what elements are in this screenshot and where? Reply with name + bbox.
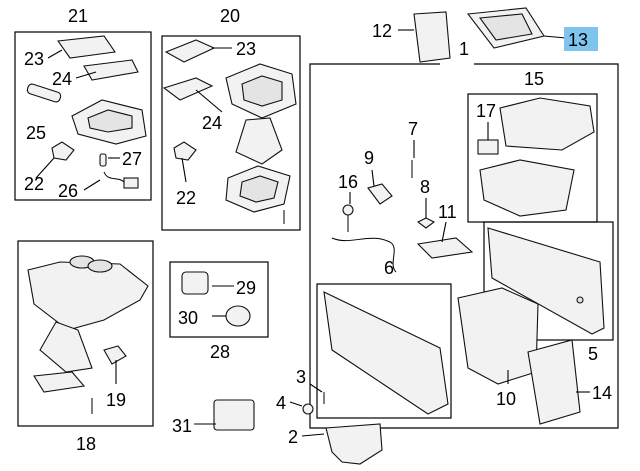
part-16-head [342,204,354,216]
callout-17: 17 [476,101,496,121]
part-24-panel [83,59,139,81]
part-18-upper-trim [27,261,149,331]
callout-12: 12 [372,21,392,41]
leader-13 [543,35,567,39]
callout-15: 15 [524,69,544,89]
leader-4 [289,401,303,407]
part-6-side-panel [323,291,449,415]
callout-7: 7 [408,119,418,139]
part-23-lid-b [164,39,216,63]
part-22-clip-a [51,141,75,161]
group-box-5 [483,221,614,341]
callout-23-b: 23 [236,39,256,59]
part-4-clip [302,403,314,415]
part-22-clip-b [173,141,197,161]
part-17-hinge [477,139,499,155]
callout-9: 9 [364,148,374,168]
group-box-18 [17,240,154,427]
leader-24a [75,71,97,79]
group-box-20 [161,35,301,231]
callout-20: 20 [220,6,240,26]
leader-11 [441,221,447,243]
part-15-armrest [499,97,595,151]
group-box-1 [309,63,619,429]
part-5-marker [576,296,584,304]
part-10-bracket [457,287,539,385]
part-18-side-panel [39,321,93,373]
part-24-panel-b [162,77,214,101]
callout-11: 11 [438,202,457,222]
part-14-end-panel [527,339,581,425]
group-box-6 [316,283,452,419]
callout-5: 5 [588,344,598,364]
leader-24b [195,89,223,113]
callout-4: 4 [276,393,286,413]
callout-22-a: 22 [24,174,44,194]
group-box-21 [14,31,152,201]
callout-26: 26 [58,181,78,201]
part-31-switch [213,399,255,431]
leader-23a [47,49,63,59]
part-5-side-panel [487,227,605,335]
callout-30: 30 [178,308,198,328]
callout-22-b: 22 [176,188,196,208]
callout-24-a: 24 [52,69,72,89]
leader-3 [309,383,323,393]
callout-31: 31 [172,416,192,436]
part-23-lid [57,35,116,59]
callout-10: 10 [496,389,516,409]
part-21-bezel-inner [87,109,133,133]
callout-8: 8 [420,177,430,197]
callout-24-b: 24 [202,113,222,133]
leader-9 [371,169,375,187]
part-26-wire [103,171,125,183]
callout-18: 18 [76,434,96,454]
part-26-connector [123,177,139,189]
part-15-base [479,159,575,217]
callout-27: 27 [122,149,142,169]
leader-22a [35,157,55,179]
part-20-boot-frame-inner [239,175,279,203]
group-box-28 [169,261,269,338]
leader-22b [181,157,187,183]
part-12-bracket [413,11,451,63]
callout-1: 1 [459,39,469,59]
callout-13: 13 [568,30,588,50]
callout-21: 21 [68,6,88,26]
leader-26 [83,179,101,191]
callout-13-highlight [564,27,598,51]
part-19-clip [103,345,127,365]
part-13-tray-inner [478,13,533,41]
part-29-socket [181,271,209,295]
part-27-pin [99,153,107,167]
part-25-strip [26,83,62,103]
part-20-boot [235,117,283,165]
part-2-bracket [325,423,383,465]
callout-14: 14 [592,383,612,403]
callout-28: 28 [210,342,230,362]
part-8-nut [416,217,436,229]
part-1-harness [331,237,397,273]
part-11-pad [416,237,474,259]
part-20-surround-inner [241,75,283,107]
callout-29: 29 [236,278,256,298]
callout-25: 25 [26,123,46,143]
part-30-ring [225,305,251,327]
part-18-cupholder-b [87,259,113,273]
part-9-clip [367,183,393,205]
callout-23-a: 23 [24,49,44,69]
leader-2 [301,433,325,437]
callout-19: 19 [106,390,126,410]
callout-6: 6 [384,258,394,278]
part-18-bracket [33,371,86,393]
callout-2: 2 [288,427,298,447]
callout-3: 3 [296,367,306,387]
callout-16: 16 [338,172,358,192]
